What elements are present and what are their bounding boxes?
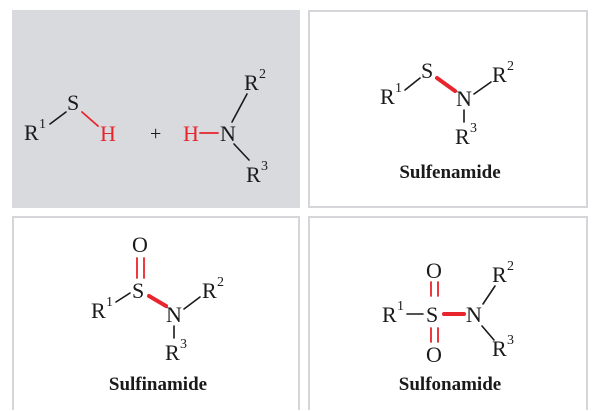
atom-r2: R — [244, 70, 259, 95]
bond-n-r2 — [183, 296, 201, 310]
sulfonamide-structure: O R 1 S N O R 2 R 3 Sulfonamide — [382, 258, 514, 395]
atom-o-bottom: O — [426, 342, 442, 367]
atom-h-2: H — [183, 121, 199, 146]
bond-r-s — [49, 111, 67, 125]
sulfenamide-panel: R 1 S N R 2 R 3 Sulfenamide — [308, 10, 588, 208]
superscript-1: 1 — [395, 81, 402, 96]
bond-s-h — [81, 111, 99, 127]
bond-n-r2 — [231, 93, 248, 123]
atom-r2: R — [492, 62, 507, 87]
superscript-2: 2 — [259, 67, 266, 82]
bond-n-r2 — [473, 81, 492, 95]
bond-n-r3 — [481, 325, 495, 341]
superscript-2: 2 — [507, 259, 514, 274]
atom-r: R — [91, 298, 106, 323]
atom-n: N — [166, 302, 182, 327]
atom-r: R — [380, 84, 395, 109]
atom-r: R — [24, 120, 39, 145]
atom-s: S — [421, 58, 433, 83]
atom-r2: R — [492, 262, 507, 287]
atom-s: S — [132, 278, 144, 303]
atom-r: R — [382, 302, 397, 327]
bond-n-r2 — [482, 285, 496, 305]
reactants-structure: R 1 S H + H N R 2 R 3 — [24, 67, 268, 187]
sulfinamide-label: Sulfinamide — [109, 374, 207, 395]
reactants-panel: R 1 S H + H N R 2 R 3 — [12, 10, 300, 208]
sulfonamide-panel: O R 1 S N O R 2 R 3 Sulfonamide — [308, 216, 588, 410]
atom-r2: R — [202, 278, 217, 303]
bond-n-r3 — [233, 143, 250, 161]
atom-r3: R — [165, 340, 180, 365]
atom-o-top: O — [426, 258, 442, 283]
bond-r-s — [404, 77, 421, 91]
atom-n: N — [466, 302, 482, 327]
superscript-1: 1 — [106, 295, 113, 310]
superscript-1: 1 — [397, 299, 404, 314]
atom-n: N — [220, 121, 236, 146]
superscript-3: 3 — [180, 337, 187, 352]
bond-r-s — [115, 292, 131, 303]
sulfenamide-structure: R 1 S N R 2 R 3 Sulfenamide — [380, 58, 514, 183]
atom-o: O — [132, 232, 148, 257]
superscript-3: 3 — [261, 159, 268, 174]
bond-s-n — [435, 76, 457, 93]
sulfenamide-label: Sulfenamide — [399, 162, 500, 183]
atom-s: S — [67, 90, 79, 115]
sulfinamide-panel: O R 1 S N R 2 R 3 Sulfinamide — [12, 216, 300, 410]
superscript-3: 3 — [507, 333, 514, 348]
bond-s-n — [147, 294, 168, 308]
atom-s: S — [426, 302, 438, 327]
superscript-2: 2 — [507, 59, 514, 74]
plus-sign: + — [150, 123, 161, 145]
superscript-1: 1 — [39, 117, 46, 132]
superscript-3: 3 — [470, 121, 477, 136]
atom-r3: R — [246, 162, 261, 187]
atom-n: N — [456, 86, 472, 111]
sulfonamide-label: Sulfonamide — [399, 374, 501, 395]
superscript-2: 2 — [217, 275, 224, 290]
atom-r3: R — [455, 124, 470, 149]
sulfinamide-structure: O R 1 S N R 2 R 3 Sulfinamide — [91, 232, 224, 395]
atom-h: H — [100, 121, 116, 146]
atom-r3: R — [492, 336, 507, 361]
